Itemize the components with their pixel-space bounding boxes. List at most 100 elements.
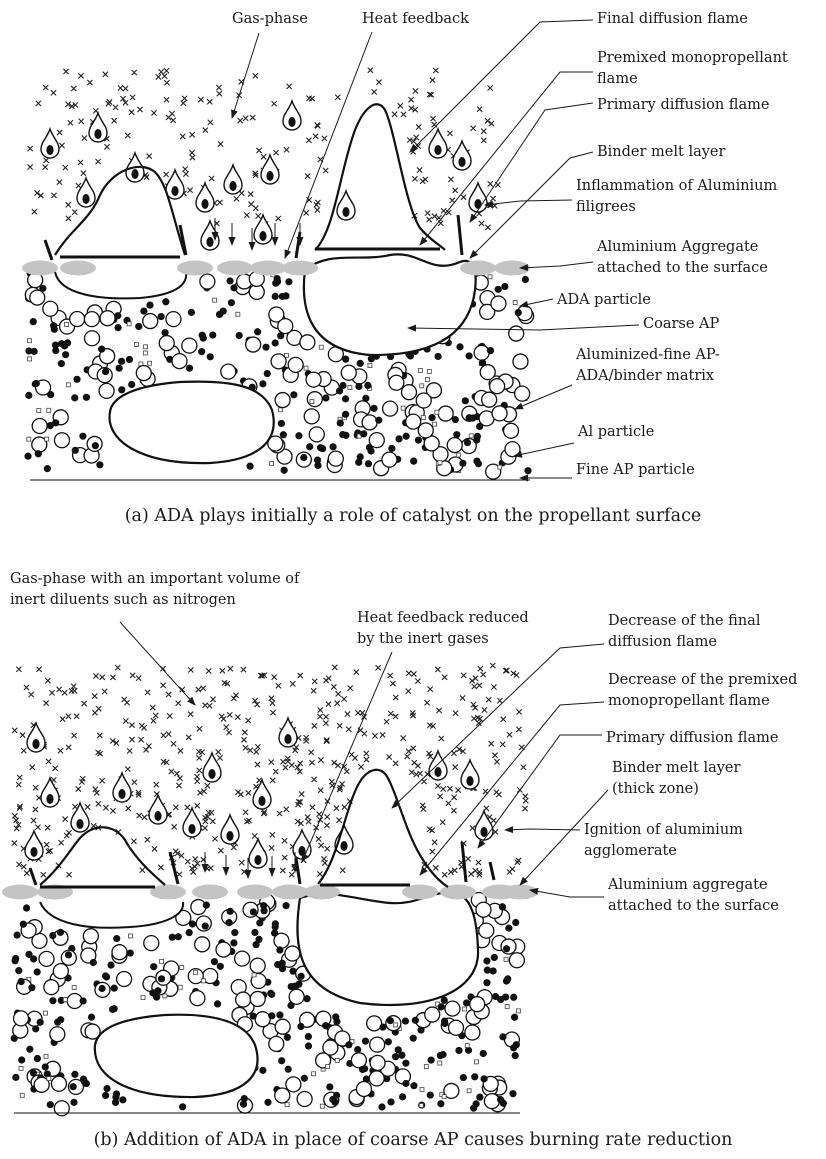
aluminium-aggregate — [282, 261, 318, 276]
al-particle — [64, 322, 68, 326]
label-decrease-final-flame: Decrease of the finaldiffusion flame — [608, 613, 761, 650]
gas-species-mark — [392, 112, 397, 117]
gas-species-mark — [415, 678, 420, 683]
al-particle — [304, 366, 308, 370]
fine-ap-particle — [109, 1006, 116, 1013]
fine-ap-particle — [402, 1017, 409, 1024]
ada-particle — [484, 1094, 499, 1109]
fine-ap-particle — [96, 461, 103, 468]
fine-ap-particle — [355, 383, 362, 390]
fine-ap-particle — [52, 419, 59, 426]
fine-ap-particle — [103, 1085, 110, 1092]
gas-species-mark — [79, 119, 84, 124]
gas-species-mark — [346, 727, 351, 732]
gas-species-mark — [66, 202, 71, 207]
gas-species-mark — [476, 860, 481, 865]
fine-ap-particle — [359, 1066, 366, 1073]
ada-particle — [159, 336, 174, 351]
gas-species-mark — [481, 129, 486, 134]
gas-species-mark — [178, 748, 183, 753]
fine-ap-particle — [434, 353, 441, 360]
gas-species-mark — [226, 730, 231, 735]
gas-species-mark — [87, 80, 92, 85]
gas-species-mark — [305, 173, 310, 178]
fine-ap-particle — [463, 999, 470, 1006]
fine-ap-particle — [487, 347, 494, 354]
gas-species-mark — [325, 846, 330, 851]
fine-ap-particle — [403, 433, 410, 440]
gas-species-mark — [322, 136, 327, 141]
gas-species-mark — [364, 757, 369, 762]
gas-species-mark — [190, 155, 195, 160]
gas-species-mark — [197, 768, 202, 773]
fine-ap-particle — [402, 1060, 409, 1067]
fine-ap-particle — [11, 957, 18, 964]
al-particle — [438, 461, 442, 465]
fine-ap-particle — [150, 963, 157, 970]
gas-species-mark — [424, 700, 429, 705]
label-premixed-flame: Premixed monopropellantflame — [597, 50, 788, 87]
fine-ap-particle — [71, 1071, 78, 1078]
label-gas-phase: Gas-phase with an important volume ofine… — [10, 571, 301, 608]
aluminium-aggregate — [177, 261, 213, 276]
al-particle — [66, 383, 70, 387]
gas-species-mark — [158, 865, 163, 870]
droplet-core — [254, 855, 261, 865]
fine-ap-particle — [336, 387, 343, 394]
fine-ap-particle — [52, 347, 59, 354]
gas-species-mark — [344, 769, 349, 774]
gas-species-mark — [283, 765, 288, 770]
gas-species-mark — [362, 731, 367, 736]
gas-species-mark — [430, 78, 435, 83]
gas-species-mark — [217, 755, 222, 760]
gas-species-mark — [272, 674, 277, 679]
gas-species-mark — [174, 771, 179, 776]
gas-species-mark — [310, 805, 315, 810]
fine-ap-particle — [460, 1074, 467, 1081]
ada-particle — [492, 406, 507, 421]
fine-ap-particle — [37, 1019, 44, 1026]
gas-species-mark — [331, 684, 336, 689]
gas-species-mark — [219, 714, 224, 719]
gas-species-mark — [442, 872, 447, 877]
gas-species-mark — [500, 742, 505, 747]
gas-species-mark — [246, 718, 251, 723]
fine-ap-particle — [34, 968, 41, 975]
fine-ap-particle — [25, 392, 32, 399]
droplet-core — [131, 169, 138, 179]
label-primary-diffusion-flame: Primary diffusion flame — [597, 97, 769, 113]
gas-species-mark — [252, 833, 257, 838]
gas-species-mark — [298, 673, 303, 678]
gas-species-mark — [376, 80, 381, 85]
gas-species-mark — [336, 817, 341, 822]
aluminium-filigree — [458, 215, 462, 255]
ada-particle — [289, 989, 304, 1004]
gas-species-mark — [129, 722, 134, 727]
leader-inflammation-aluminium — [485, 200, 572, 205]
al-particle — [144, 345, 148, 349]
gas-species-mark — [32, 209, 37, 214]
ada-particle — [246, 337, 261, 352]
small-diffusion-flame — [40, 827, 165, 885]
gas-species-mark — [202, 825, 207, 830]
gas-species-mark — [490, 196, 495, 201]
fine-ap-particle — [250, 908, 257, 915]
al-particle — [465, 1044, 469, 1048]
gas-species-mark — [182, 96, 187, 101]
fine-ap-particle — [127, 949, 134, 956]
gas-species-mark — [132, 70, 137, 75]
fine-ap-particle — [276, 1011, 283, 1018]
droplet-core — [171, 186, 178, 196]
gas-species-mark — [106, 101, 111, 106]
gas-species-mark — [187, 188, 192, 193]
gas-species-mark — [12, 728, 17, 733]
ada-particle — [172, 354, 187, 369]
ada-particle — [438, 406, 453, 421]
ada-particle — [389, 375, 404, 390]
gas-species-mark — [270, 778, 275, 783]
gas-species-mark — [318, 707, 323, 712]
ada-particle — [255, 1012, 270, 1027]
fine-ap-particle — [146, 301, 153, 308]
gas-species-mark — [406, 671, 411, 676]
gas-species-mark — [340, 868, 345, 873]
